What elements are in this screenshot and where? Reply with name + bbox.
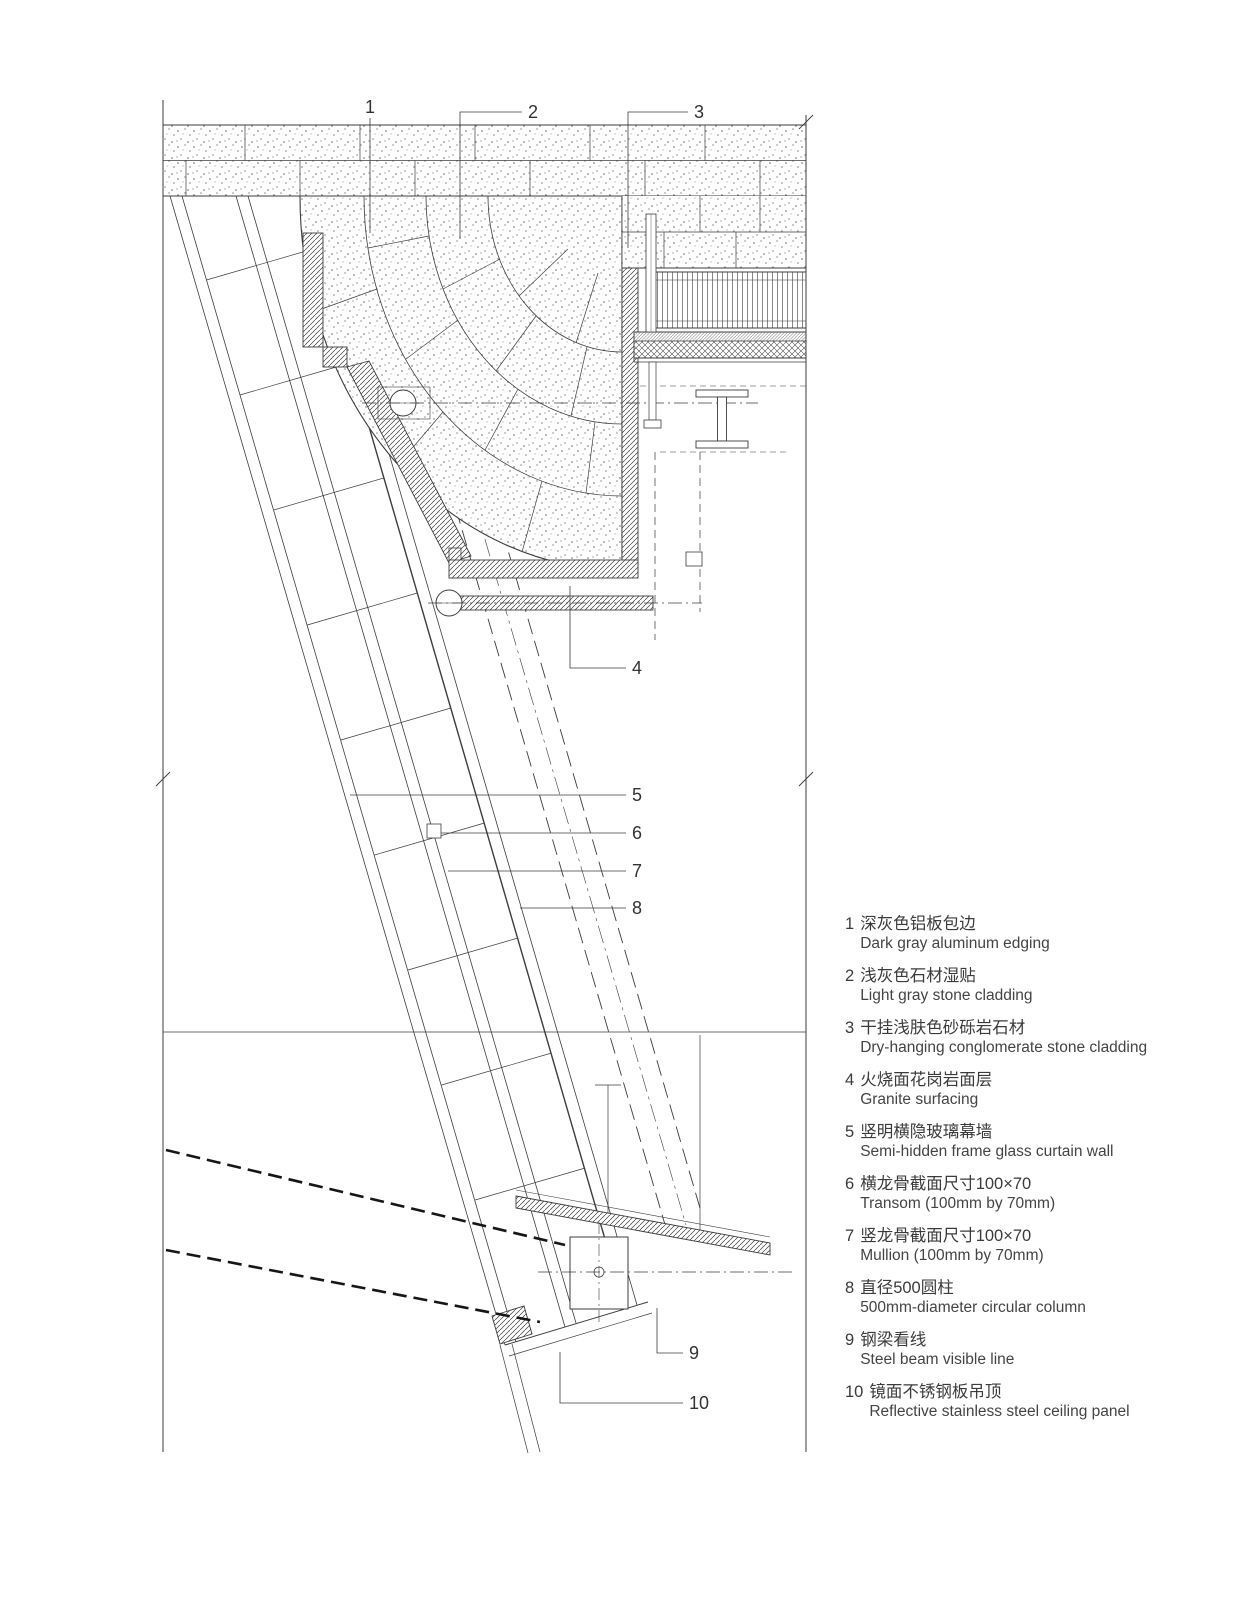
grille-band [649, 271, 806, 329]
legend-item-number: 8 [845, 1279, 855, 1297]
legend-item-number: 7 [845, 1227, 855, 1245]
legend-item-en: Granite surfacing [860, 1091, 979, 1108]
legend-item: 2 浅灰色石材湿贴 Light gray stone cladding [845, 966, 1215, 1006]
legend-item-en: Dry-hanging conglomerate stone cladding [860, 1039, 1148, 1056]
leader-3 [627, 111, 688, 248]
legend-item: 10 镜面不锈钢板吊顶 Reflective stainless steel c… [845, 1382, 1215, 1422]
legend-item: 9 钢梁看线 Steel beam visible line [845, 1330, 1215, 1370]
legend-item: 5 竖明横隐玻璃幕墙 Semi-hidden frame glass curta… [845, 1122, 1215, 1162]
legend-item-zh: 竖龙骨截面尺寸100×70 [860, 1227, 1032, 1245]
legend-item-number: 10 [845, 1383, 864, 1401]
callout-3: 3 [694, 102, 704, 122]
legend-item-zh: 火烧面花岗岩面层 [860, 1071, 993, 1089]
center-lines [362, 402, 758, 604]
leader-9 [656, 1308, 683, 1354]
curved-stone-wall [299, 195, 623, 571]
leader-2 [459, 111, 522, 238]
granite-channel [448, 559, 639, 579]
legend-item-number: 4 [845, 1071, 855, 1089]
callout-7: 7 [632, 861, 642, 881]
leader-4 [569, 586, 626, 669]
legend-item-en: Transom (100mm by 70mm) [860, 1195, 1056, 1212]
legend-item-number: 5 [845, 1123, 855, 1141]
legend-item-zh: 竖明横隐玻璃幕墙 [860, 1123, 993, 1141]
legend-item-en: Dark gray aluminum edging [860, 935, 1050, 952]
break-marks [155, 114, 814, 787]
callout-2: 2 [528, 102, 538, 122]
legend-item-number: 2 [845, 967, 855, 985]
legend-item-zh: 干挂浅肤色砂砾岩石材 [860, 1019, 1026, 1037]
legend-item-number: 9 [845, 1331, 855, 1349]
legend-item: 8 直径500圆柱 500mm-diameter circular column [845, 1278, 1215, 1318]
legend-item-en: Semi-hidden frame glass curtain wall [860, 1143, 1114, 1160]
callout-10: 10 [689, 1393, 709, 1413]
callout-5: 5 [632, 785, 642, 805]
legend-item-en: Reflective stainless steel ceiling panel [869, 1403, 1130, 1420]
legend-item-zh: 镜面不锈钢板吊顶 [869, 1383, 1002, 1401]
legend-item: 3 干挂浅肤色砂砾岩石材 Dry-hanging conglomerate st… [845, 1018, 1215, 1058]
callout-8: 8 [632, 898, 642, 918]
top-stone-band [163, 124, 806, 269]
callout-1: 1 [365, 97, 375, 117]
callout-6: 6 [632, 823, 642, 843]
legend-item-zh: 浅灰色石材湿贴 [860, 967, 976, 985]
stone-joints [315, 235, 599, 553]
bracket-node [685, 551, 703, 567]
transom-rungs [206, 247, 586, 1201]
ceiling-panel-edge [515, 1195, 771, 1256]
steel-post [643, 213, 662, 429]
legend-item: 4 火烧面花岗岩面层 Granite surfacing [845, 1070, 1215, 1110]
legend-item-zh: 直径500圆柱 [860, 1279, 954, 1297]
leader-10 [559, 1352, 683, 1404]
legend-item: 1 深灰色铝板包边 Dark gray aluminum edging [845, 914, 1215, 954]
callout-numbers: 1 2 3 4 5 6 7 8 9 10 [365, 97, 709, 1413]
floor-slab [633, 331, 806, 363]
legend-item-en: Mullion (100mm by 70mm) [860, 1247, 1044, 1264]
top-band-joints [185, 125, 761, 196]
legend-item-number: 1 [845, 915, 855, 933]
legend: 1 深灰色铝板包边 Dark gray aluminum edging 2 浅灰… [845, 914, 1215, 1434]
callout-leaders [350, 111, 688, 1404]
drawing-frame [155, 100, 814, 1452]
legend-item-zh: 钢梁看线 [860, 1331, 927, 1349]
transom-section [426, 823, 442, 839]
hidden-structure-lines [640, 385, 806, 640]
aluminum-edging [302, 232, 654, 611]
callout-9: 9 [689, 1343, 699, 1363]
legend-item-number: 3 [845, 1019, 855, 1037]
legend-item-number: 6 [845, 1175, 855, 1193]
reflective-ceiling-dashed-lines [165, 1148, 566, 1324]
ceiling-assembly [515, 1035, 792, 1324]
legend-item: 7 竖龙骨截面尺寸100×70 Mullion (100mm by 70mm) [845, 1226, 1215, 1266]
steel-i-beam [695, 389, 749, 449]
legend-item-en: Light gray stone cladding [860, 987, 1033, 1004]
legend-item: 6 横龙骨截面尺寸100×70 Transom (100mm by 70mm) [845, 1174, 1215, 1214]
legend-item-en: 500mm-diameter circular column [860, 1299, 1086, 1316]
callout-4: 4 [632, 658, 642, 678]
legend-item-en: Steel beam visible line [860, 1351, 1015, 1368]
legend-item-zh: 深灰色铝板包边 [860, 915, 976, 933]
legend-item-zh: 横龙骨截面尺寸100×70 [860, 1175, 1032, 1193]
